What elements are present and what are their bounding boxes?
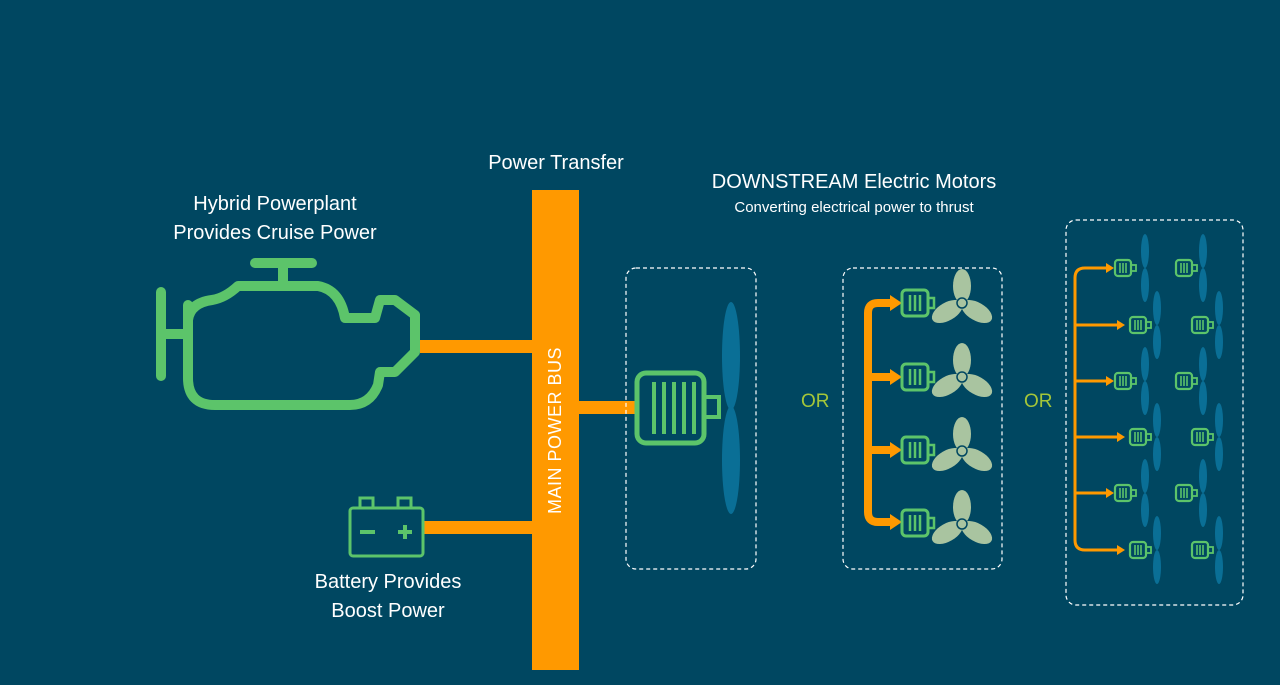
electric-motor-icon (900, 288, 936, 318)
main-power-bus-label-wrap: MAIN POWER BUS (532, 190, 579, 670)
electric-motor-icon (1128, 427, 1153, 447)
electric-motor-icon (1113, 371, 1138, 391)
propeller-icon (1153, 291, 1161, 359)
propeller-icon (1215, 516, 1223, 584)
or-label-2: OR (1024, 391, 1053, 412)
four-motor-array (864, 268, 997, 550)
powerplant-label-line1: Hybrid Powerplant (193, 193, 357, 215)
electric-motor-icon (900, 362, 936, 392)
twelve-motor-array (1073, 234, 1223, 584)
propeller-icon (1153, 516, 1161, 584)
propeller-icon (927, 268, 997, 329)
power-transfer-label: Power Transfer (488, 152, 624, 174)
electric-motor-icon (1190, 540, 1215, 560)
main-power-bus-label: MAIN POWER BUS (545, 346, 566, 514)
electric-motor-icon (1128, 540, 1153, 560)
propeller-icon (1153, 403, 1161, 471)
propeller-icon (1199, 234, 1207, 302)
option-single-motor-box (625, 267, 757, 570)
main-power-bus (532, 190, 579, 670)
electric-motor-icon (1128, 315, 1153, 335)
electric-motor-icon (1174, 258, 1199, 278)
battery-label-line2: Boost Power (331, 600, 445, 622)
option-twelve-motor-box (1065, 219, 1244, 606)
propeller-icon (1199, 347, 1207, 415)
propeller-icon (1199, 459, 1207, 527)
electric-motor-icon (1113, 258, 1138, 278)
electric-motor-icon (634, 370, 721, 446)
engine-icon (156, 258, 420, 410)
battery-label-line1: Battery Provides (314, 571, 462, 593)
battery-icon (348, 496, 425, 558)
propeller-icon (1141, 459, 1149, 527)
option-four-motor-box (842, 267, 1003, 570)
propeller-icon (1141, 234, 1149, 302)
motor-connector (579, 401, 635, 414)
or-label-1: OR (801, 391, 830, 412)
electric-motor-icon (1174, 483, 1199, 503)
propeller-icon (1215, 403, 1223, 471)
powerplant-label-line2: Provides Cruise Power (173, 222, 377, 244)
propeller-icon (722, 302, 740, 514)
electric-motor-icon (900, 508, 936, 538)
electric-motor-icon (1190, 427, 1215, 447)
electric-motor-icon (1174, 371, 1199, 391)
propeller-icon (927, 342, 997, 403)
engine-connector (420, 340, 532, 353)
propeller-icon (927, 489, 997, 550)
electric-motor-icon (1113, 483, 1138, 503)
electric-motor-icon (1190, 315, 1215, 335)
propeller-icon (1141, 347, 1149, 415)
downstream-subtitle: Converting electrical power to thrust (734, 199, 974, 216)
downstream-title: DOWNSTREAM Electric Motors (711, 171, 997, 193)
battery-connector (424, 521, 532, 534)
propeller-icon (927, 416, 997, 477)
propeller-icon (1215, 291, 1223, 359)
electric-motor-icon (900, 435, 936, 465)
